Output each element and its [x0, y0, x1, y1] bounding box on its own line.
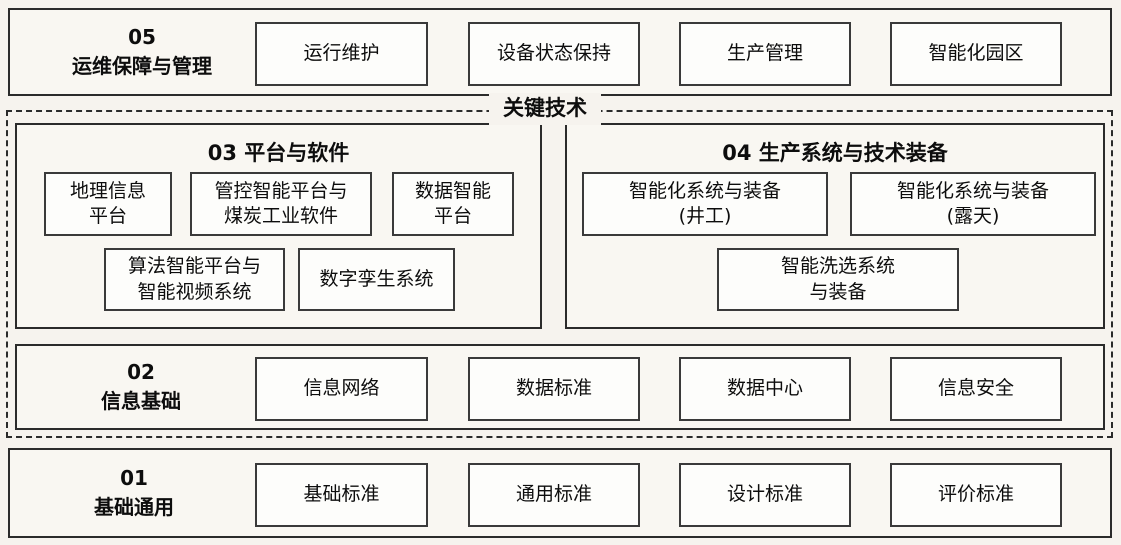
box-evaluation-standard: 评价标准 — [890, 463, 1062, 527]
layer-02-label: 02 信息基础 — [17, 358, 265, 416]
layer-01-label: 01 基础通用 — [10, 464, 258, 522]
layer-01-basic-general-row: 01 基础通用 基础标准 通用标准 设计标准 评价标准 — [8, 448, 1112, 538]
section-04-title: 04 生产系统与技术装备 — [722, 141, 948, 165]
box-general-standard: 通用标准 — [468, 463, 640, 527]
layer-02-number: 02 — [127, 360, 155, 384]
layer-05-number: 05 — [128, 25, 156, 49]
section-03-platform-software: 03 平台与软件 地理信息 平台 管控智能平台与 煤炭工业软件 数据智能 平台 … — [15, 123, 542, 329]
section-04-production-systems: 04 生产系统与技术装备 智能化系统与装备 (井工) 智能化系统与装备 (露天)… — [565, 123, 1105, 329]
box-data-standard: 数据标准 — [468, 357, 640, 421]
box-data-intelligence-platform: 数据智能 平台 — [392, 172, 514, 236]
box-control-platform-industrial-software: 管控智能平台与 煤炭工业软件 — [190, 172, 372, 236]
box-underground-systems-equipment: 智能化系统与装备 (井工) — [582, 172, 828, 236]
box-basic-standard: 基础标准 — [255, 463, 428, 527]
box-info-network: 信息网络 — [255, 357, 428, 421]
layer-05-operations-row: 05 运维保障与管理 运行维护 设备状态保持 生产管理 智能化园区 — [8, 8, 1112, 96]
box-operation-maintenance: 运行维护 — [255, 22, 428, 86]
layer-01-name: 基础通用 — [94, 495, 174, 519]
layer-05-name: 运维保障与管理 — [72, 54, 212, 78]
box-algorithm-video-platform: 算法智能平台与 智能视频系统 — [104, 248, 285, 311]
layer-01-number: 01 — [120, 466, 148, 490]
layer-02-name: 信息基础 — [101, 389, 181, 413]
box-openpit-systems-equipment: 智能化系统与装备 (露天) — [850, 172, 1096, 236]
box-gis-platform: 地理信息 平台 — [44, 172, 172, 236]
box-equipment-status: 设备状态保持 — [468, 22, 640, 86]
box-smart-park: 智能化园区 — [890, 22, 1062, 86]
layer-02-info-foundation-row: 02 信息基础 信息网络 数据标准 数据中心 信息安全 — [15, 344, 1105, 430]
box-design-standard: 设计标准 — [679, 463, 851, 527]
box-digital-twin: 数字孪生系统 — [298, 248, 455, 311]
section-03-title: 03 平台与软件 — [207, 141, 350, 165]
box-production-management: 生产管理 — [679, 22, 851, 86]
key-tech-label: 关键技术 — [489, 93, 601, 125]
box-data-center: 数据中心 — [679, 357, 851, 421]
box-info-security: 信息安全 — [890, 357, 1062, 421]
layer-05-label: 05 运维保障与管理 — [18, 23, 266, 81]
box-washing-systems-equipment: 智能洗选系统 与装备 — [717, 248, 959, 311]
